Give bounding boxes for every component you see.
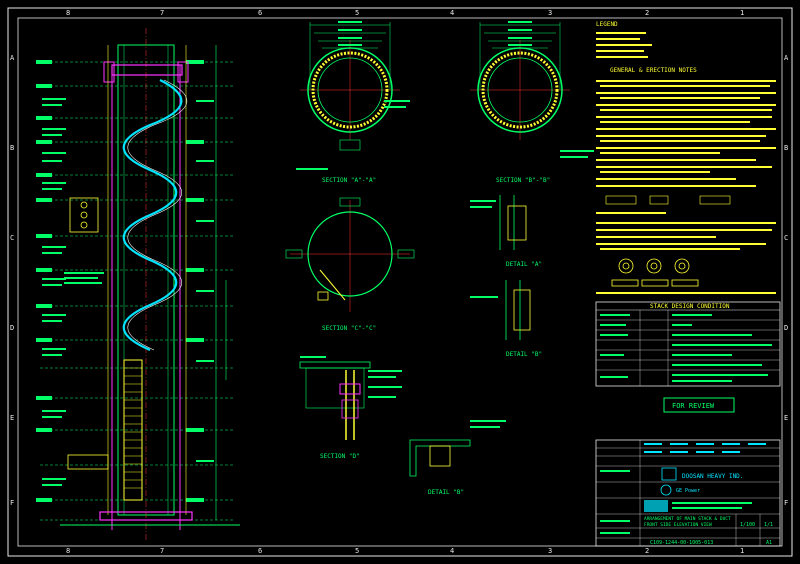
row-label: B — [10, 144, 14, 152]
col-label: 7 — [160, 9, 164, 17]
row-label: B — [784, 144, 788, 152]
col-label: 4 — [450, 9, 454, 17]
row-labels-left: A B C D E F — [10, 54, 15, 507]
detail-b-label: DETAIL "B" — [506, 351, 542, 358]
col-label: 4 — [450, 547, 454, 555]
row-labels-right: A B C D E F — [784, 54, 789, 507]
company-logo — [661, 467, 677, 481]
flange-icons — [611, 258, 699, 287]
col-label: 1 — [740, 547, 744, 555]
row-label: C — [10, 234, 14, 242]
review-stamp: FOR REVIEW — [672, 402, 715, 410]
col-label: 8 — [66, 547, 70, 555]
detail-a-label: DETAIL "A" — [506, 261, 542, 268]
sheet-value: 1/1 — [764, 522, 773, 528]
row-label: A — [784, 54, 789, 62]
section-aa-label: SECTION "A"-"A" — [322, 177, 376, 184]
col-label: 6 — [258, 9, 262, 17]
col-label: 1 — [740, 9, 744, 17]
col-label: 5 — [355, 9, 359, 17]
col-label: 5 — [355, 547, 359, 555]
title-block: FOR REVIEW DOOSAN HEAVY IND. GE Power AR… — [595, 397, 781, 547]
design-condition-table: STACK DESIGN CONDITION — [595, 301, 781, 387]
drawing-title-1: ARRANGEMENT OF MAIN STACK & DUCT — [644, 516, 731, 522]
col-label: 3 — [548, 9, 552, 17]
drawing-inner-border — [17, 17, 783, 547]
drawing-border — [7, 7, 793, 557]
section-bb: SECTION "B"-"B" — [470, 21, 594, 184]
row-label: D — [784, 324, 788, 332]
sampling-ports — [67, 197, 109, 470]
scale-value: 1/100 — [740, 522, 755, 528]
row-label: E — [784, 414, 788, 422]
drawing-number: C109-1244-00-1005-013 — [650, 540, 713, 546]
col-label: 2 — [645, 9, 649, 17]
section-cc: SECTION "C"-"C" — [285, 197, 415, 332]
section-d-label: SECTION "D" — [320, 453, 360, 460]
stack-shell — [117, 44, 175, 516]
spiral-stair — [122, 79, 183, 352]
col-label: 7 — [160, 547, 164, 555]
legend-title: LEGEND — [596, 21, 618, 28]
col-label: 2 — [645, 547, 649, 555]
general-notes-title: GENERAL & ERECTION NOTES — [610, 67, 697, 74]
row-label: F — [784, 499, 788, 507]
detail-b-lower-label: DETAIL "B" — [428, 489, 464, 496]
row-label: A — [10, 54, 15, 62]
stack-base — [99, 511, 193, 521]
column-labels-top: 8 7 6 5 4 3 2 1 — [66, 9, 744, 17]
row-label: E — [10, 414, 14, 422]
revision: A1 — [766, 540, 772, 546]
bolt-legend — [605, 195, 731, 205]
revision-table — [644, 443, 766, 453]
row-label: D — [10, 324, 14, 332]
section-aa: SECTION "A"-"A" — [296, 21, 410, 184]
stack-elevation — [36, 28, 240, 540]
top-platform — [111, 64, 183, 76]
detail-b-lower: DETAIL "B" — [409, 420, 506, 496]
column-labels-bottom: 8 7 6 5 4 3 2 1 — [66, 547, 744, 555]
elevation-tags — [36, 60, 204, 502]
company-sub: GE Power — [676, 488, 700, 494]
detail-b: DETAIL "B" — [470, 280, 542, 358]
section-cc-label: SECTION "C"-"C" — [322, 325, 376, 332]
col-label: 3 — [548, 547, 552, 555]
section-bb-label: SECTION "B"-"B" — [496, 177, 550, 184]
detail-a: DETAIL "A" — [470, 195, 542, 268]
section-d: SECTION "D" — [299, 356, 402, 460]
row-label: F — [10, 499, 14, 507]
row-label: C — [784, 234, 788, 242]
left-annotations — [42, 98, 104, 486]
notes-block: LEGEND GENERAL & ERECTION NOTES — [596, 21, 776, 294]
drawing-title-2: FRONT SIDE ELEVATION VIEW — [644, 522, 712, 528]
design-condition-title: STACK DESIGN CONDITION — [650, 303, 730, 310]
company-name: DOOSAN HEAVY IND. — [682, 473, 743, 480]
col-label: 6 — [258, 547, 262, 555]
cage-ladder — [123, 359, 143, 501]
col-label: 8 — [66, 9, 70, 17]
